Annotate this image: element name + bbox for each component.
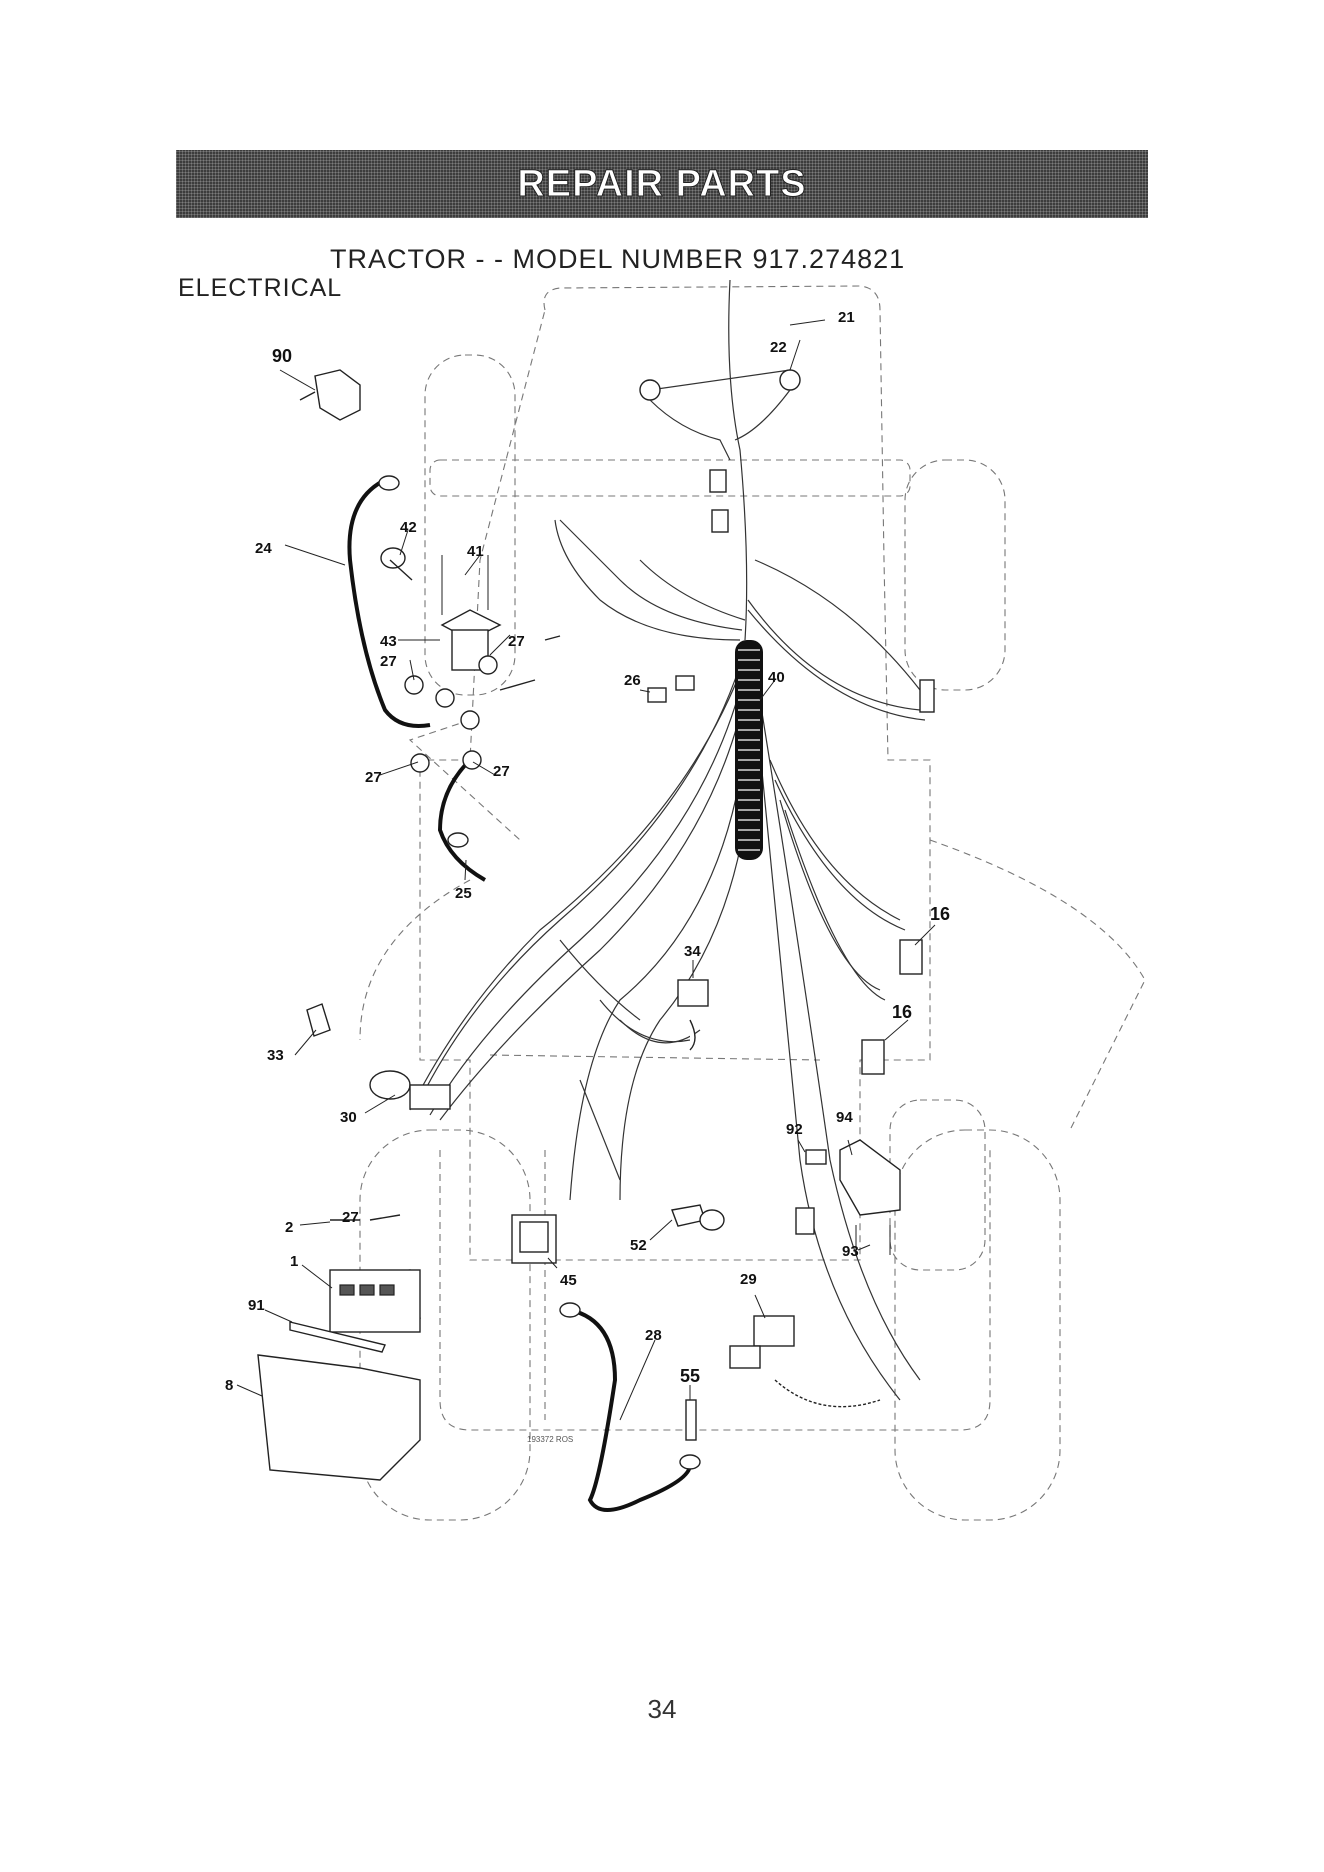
callout-27e: 27 [342, 1209, 359, 1226]
callout-42: 42 [400, 519, 417, 536]
wire-loom [735, 640, 763, 860]
callout-27b: 27 [508, 633, 525, 650]
callout-45: 45 [560, 1272, 577, 1289]
pto-switch [730, 1316, 880, 1407]
ignition [307, 1004, 450, 1109]
callout-90: 90 [272, 346, 292, 366]
callout-27c: 27 [365, 769, 382, 786]
callout-92: 92 [786, 1121, 803, 1138]
connector-26 [648, 676, 694, 702]
callout-16b: 16 [892, 1002, 912, 1022]
rear-connector [920, 680, 934, 712]
page-number: 34 [0, 1694, 1324, 1725]
ground-cable [560, 1303, 700, 1510]
leader-lines [237, 320, 935, 1420]
solenoid-group [381, 548, 560, 772]
callout-29: 29 [740, 1271, 757, 1288]
drawing-code: 193372 ROS [527, 1435, 573, 1444]
callout-2: 2 [285, 1219, 293, 1236]
callout-28: 28 [645, 1327, 662, 1344]
callout-30: 30 [340, 1109, 357, 1126]
headlight-switch [300, 370, 360, 420]
battery-assembly [258, 1215, 420, 1480]
interlock-module [796, 1140, 900, 1255]
tractor-ghost-outline [360, 286, 1145, 1520]
callout-34: 34 [684, 943, 701, 960]
callout-33: 33 [267, 1047, 284, 1064]
wire-harness [410, 280, 925, 1400]
callout-21: 21 [838, 309, 855, 326]
callout-22: 22 [770, 339, 787, 356]
callout-27d: 27 [493, 763, 510, 780]
hour-meter-45 [512, 1215, 556, 1263]
callout-24: 24 [255, 540, 272, 557]
headlights [640, 370, 800, 532]
callout-40: 40 [768, 669, 785, 686]
connector-52 [672, 1205, 724, 1230]
callout-41: 41 [467, 543, 484, 560]
callout-27a: 27 [380, 653, 397, 670]
callout-16a: 16 [930, 904, 950, 924]
callout-26: 26 [624, 672, 641, 689]
callout-93: 93 [842, 1243, 859, 1260]
callout-55: 55 [680, 1366, 700, 1386]
callout-25: 25 [455, 885, 472, 902]
callout-1: 1 [290, 1253, 298, 1270]
callout-91: 91 [248, 1297, 265, 1314]
callout-8: 8 [225, 1377, 233, 1394]
callout-94: 94 [836, 1109, 853, 1126]
callout-52: 52 [630, 1237, 647, 1254]
callout-43: 43 [380, 633, 397, 650]
